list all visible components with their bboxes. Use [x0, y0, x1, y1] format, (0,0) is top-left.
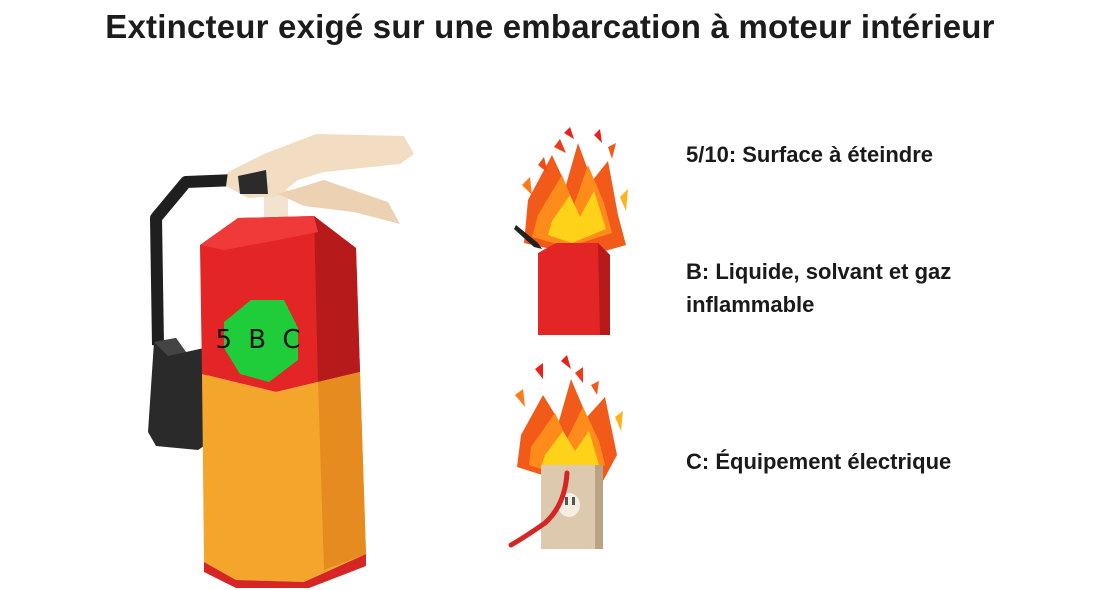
base-ring: [204, 554, 366, 588]
electrical-outlet-fire-icon: [508, 355, 623, 549]
page-title: Extincteur exigé sur une embarcation à m…: [105, 8, 995, 45]
class-label: [224, 300, 298, 382]
flames: [515, 355, 623, 481]
legend-surface: 5/10: Surface à éteindre: [686, 142, 934, 167]
can-spout: [514, 225, 542, 249]
handle-top: [226, 134, 414, 198]
fuel-can: [538, 243, 610, 335]
flames: [522, 127, 628, 253]
fire-extinguisher-illustration: 5 B C: [148, 134, 414, 588]
power-cord: [508, 470, 570, 548]
class-label-text: 5 B C: [215, 325, 304, 355]
hose-nozzle: [148, 338, 216, 450]
handle-lever: [278, 180, 400, 224]
hose: [150, 174, 237, 346]
legend-class-b: B: Liquide, solvant et gaz inflammable: [686, 259, 952, 317]
legend-class-c: C: Équipement électrique: [686, 449, 952, 474]
fuel-can-fire-icon: [514, 127, 628, 335]
